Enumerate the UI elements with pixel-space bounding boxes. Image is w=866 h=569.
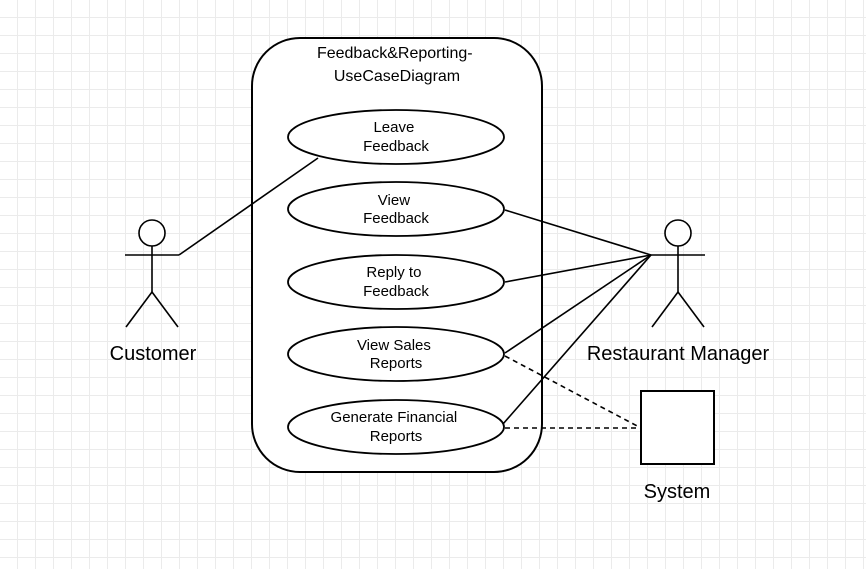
use-case-ellipse[interactable]	[287, 109, 505, 165]
assoc-manager-reply-feedback[interactable]	[504, 254, 652, 283]
boundary-title-line-2: UseCaseDiagram	[334, 68, 460, 85]
use-case-reply-feedback[interactable]: Reply to Feedback	[287, 254, 505, 310]
use-case-label: Generate Financial Reports	[331, 409, 462, 445]
use-case-label: View Feedback	[363, 192, 429, 227]
assoc-system-view-sales[interactable]	[504, 355, 642, 429]
use-case-generate-financial-reports[interactable]: Generate Financial Reports	[287, 399, 505, 455]
use-case-label-line: Leave	[373, 119, 414, 136]
actor-system-label: System	[644, 481, 711, 503]
assoc-manager-generate-financial[interactable]	[502, 254, 652, 425]
use-case-ellipse[interactable]	[287, 399, 505, 455]
use-case-ellipse[interactable]	[287, 326, 505, 382]
use-case-label-line: Reports	[370, 428, 423, 445]
actor-restaurant-manager-label: Restaurant Manager	[587, 343, 770, 365]
use-case-label-line: Feedback	[363, 138, 429, 155]
use-case-label-line: Feedback	[363, 210, 429, 227]
use-case-label-line: Generate Financial	[331, 409, 458, 426]
actor-customer-label: Customer	[110, 343, 197, 365]
assoc-customer-leave-feedback[interactable]	[178, 157, 319, 256]
use-case-label: Reply to Feedback	[363, 264, 429, 300]
use-case-label-line: View Sales	[357, 337, 431, 354]
use-case-view-sales-reports[interactable]: View Sales Reports	[287, 326, 505, 382]
boundary-title-line-1: Feedback&Reporting-	[317, 45, 473, 62]
use-case-ellipse[interactable]	[287, 181, 505, 237]
system-square-icon	[640, 390, 715, 465]
use-case-label: Leave Feedback	[363, 119, 429, 155]
use-case-label-line: Reports	[370, 355, 423, 372]
use-case-leave-feedback[interactable]: Leave Feedback	[287, 109, 505, 165]
assoc-manager-view-feedback[interactable]	[504, 209, 652, 256]
stick-figure-icon	[651, 219, 705, 328]
use-case-label-line: View	[378, 192, 410, 209]
use-case-ellipse[interactable]	[287, 254, 505, 310]
stick-figure-icon	[125, 219, 179, 328]
use-case-label-line: Feedback	[363, 283, 429, 300]
use-case-label: View Sales Reports	[357, 337, 435, 372]
actor-customer[interactable]: Customer	[110, 219, 197, 365]
actor-restaurant-manager[interactable]: Restaurant Manager	[587, 219, 770, 365]
use-case-label-line: Reply to	[366, 264, 421, 281]
assoc-manager-view-sales[interactable]	[504, 254, 652, 354]
actor-system[interactable]: System	[640, 390, 715, 503]
use-case-view-feedback[interactable]: View Feedback	[287, 181, 505, 237]
boundary-title: Feedback&Reporting- UseCaseDiagram	[317, 45, 477, 85]
